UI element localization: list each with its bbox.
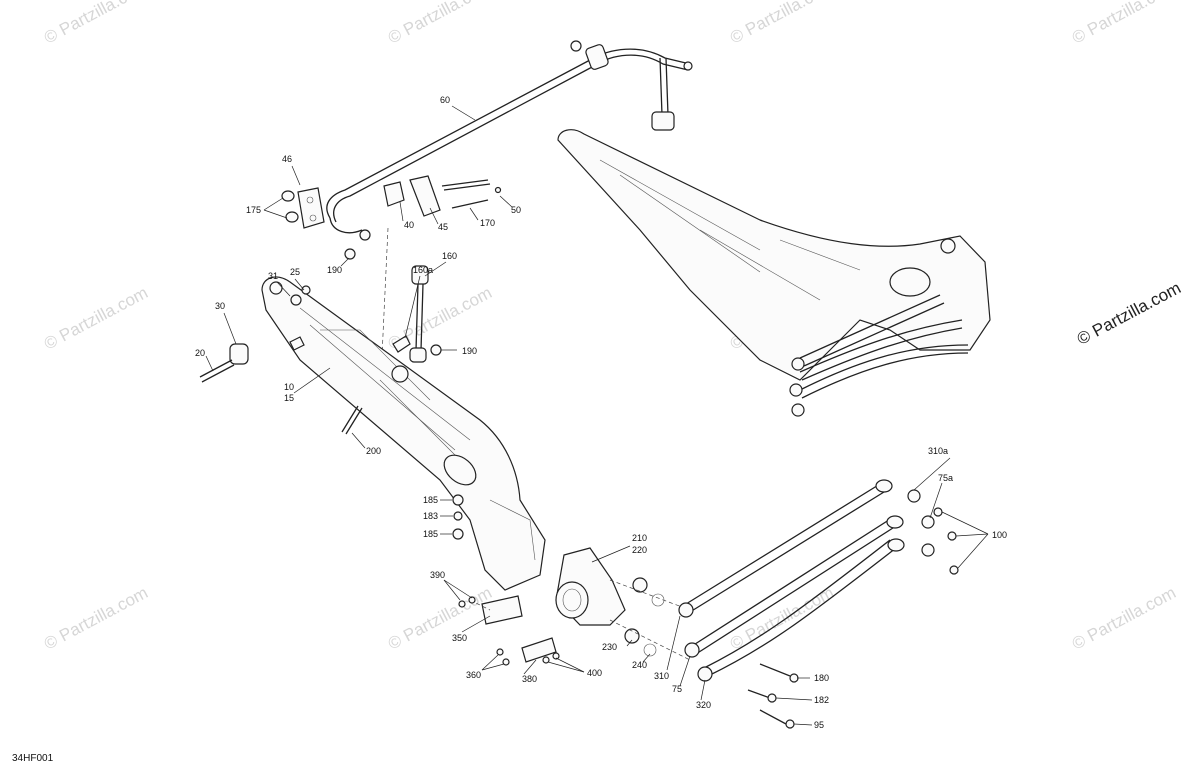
callout-183: 183 [423,511,438,521]
watermark: © Partzilla.com [385,0,495,48]
watermark: © Partzilla.com [727,0,837,48]
callout-75a: 75a [938,473,953,483]
callout-60: 60 [440,95,450,105]
callout-180: 180 [814,673,829,683]
watermark: © Partzilla.com [41,283,151,354]
callout-170: 170 [480,218,495,228]
callout-190: 190 [327,265,342,275]
callout-20: 20 [195,348,205,358]
callout-40: 40 [404,220,414,230]
callout-100: 100 [992,530,1007,540]
wheel-knuckle [555,547,691,661]
callout-350: 350 [452,633,467,643]
callout-310: 310 [654,671,669,681]
callout-95: 95 [814,720,824,730]
callout-360: 360 [466,670,481,680]
trailing-arm-right [557,129,991,417]
callout-25: 25 [290,267,300,277]
sway-bar [326,40,693,234]
callout-400: 400 [587,668,602,678]
callout-230: 230 [602,642,617,652]
callout-320: 320 [696,700,711,710]
sway-bar-bracket [281,175,502,260]
watermark: © Partzilla.com [1069,583,1179,654]
nut-stack [452,494,464,540]
callout-10: 10 [284,382,294,392]
callout-31: 31 [268,271,278,281]
callout-185: 185 [423,495,438,505]
callout-30: 30 [215,301,225,311]
callout-160: 160 [442,251,457,261]
callout-182: 182 [814,695,829,705]
sway-bar-link [381,227,442,363]
callout-210: 210 [632,533,647,543]
watermark: © Partzilla.com [385,583,495,654]
diagram-code: 34HF001 [12,753,54,764]
callout-15: 15 [284,393,294,403]
callout-labels: 60 46 175 40 45 170 50 190 31 25 160a 16… [195,95,1007,730]
callout-160a: 160a [413,265,433,275]
callout-175: 175 [246,205,261,215]
callout-190b: 190 [462,346,477,356]
callout-220: 220 [632,545,647,555]
callout-310a: 310a [928,446,948,456]
control-rods [678,479,959,729]
callout-75: 75 [672,684,682,694]
callout-200: 200 [366,446,381,456]
leader-lines [205,105,989,726]
watermark: © Partzilla.com [41,583,151,654]
watermark-layer: © Partzilla.com © Partzilla.com © Partzi… [41,0,1179,654]
callout-390: 390 [430,570,445,580]
callout-50: 50 [511,205,521,215]
bracket-350 [458,595,560,666]
watermark: © Partzilla.com [41,0,151,48]
trailing-arm-left [199,276,546,591]
callout-240: 240 [632,660,647,670]
callout-46: 46 [282,154,292,164]
watermark: © Partzilla.com [1069,0,1179,48]
callout-185b: 185 [423,529,438,539]
callout-380: 380 [522,674,537,684]
callout-45: 45 [438,222,448,232]
